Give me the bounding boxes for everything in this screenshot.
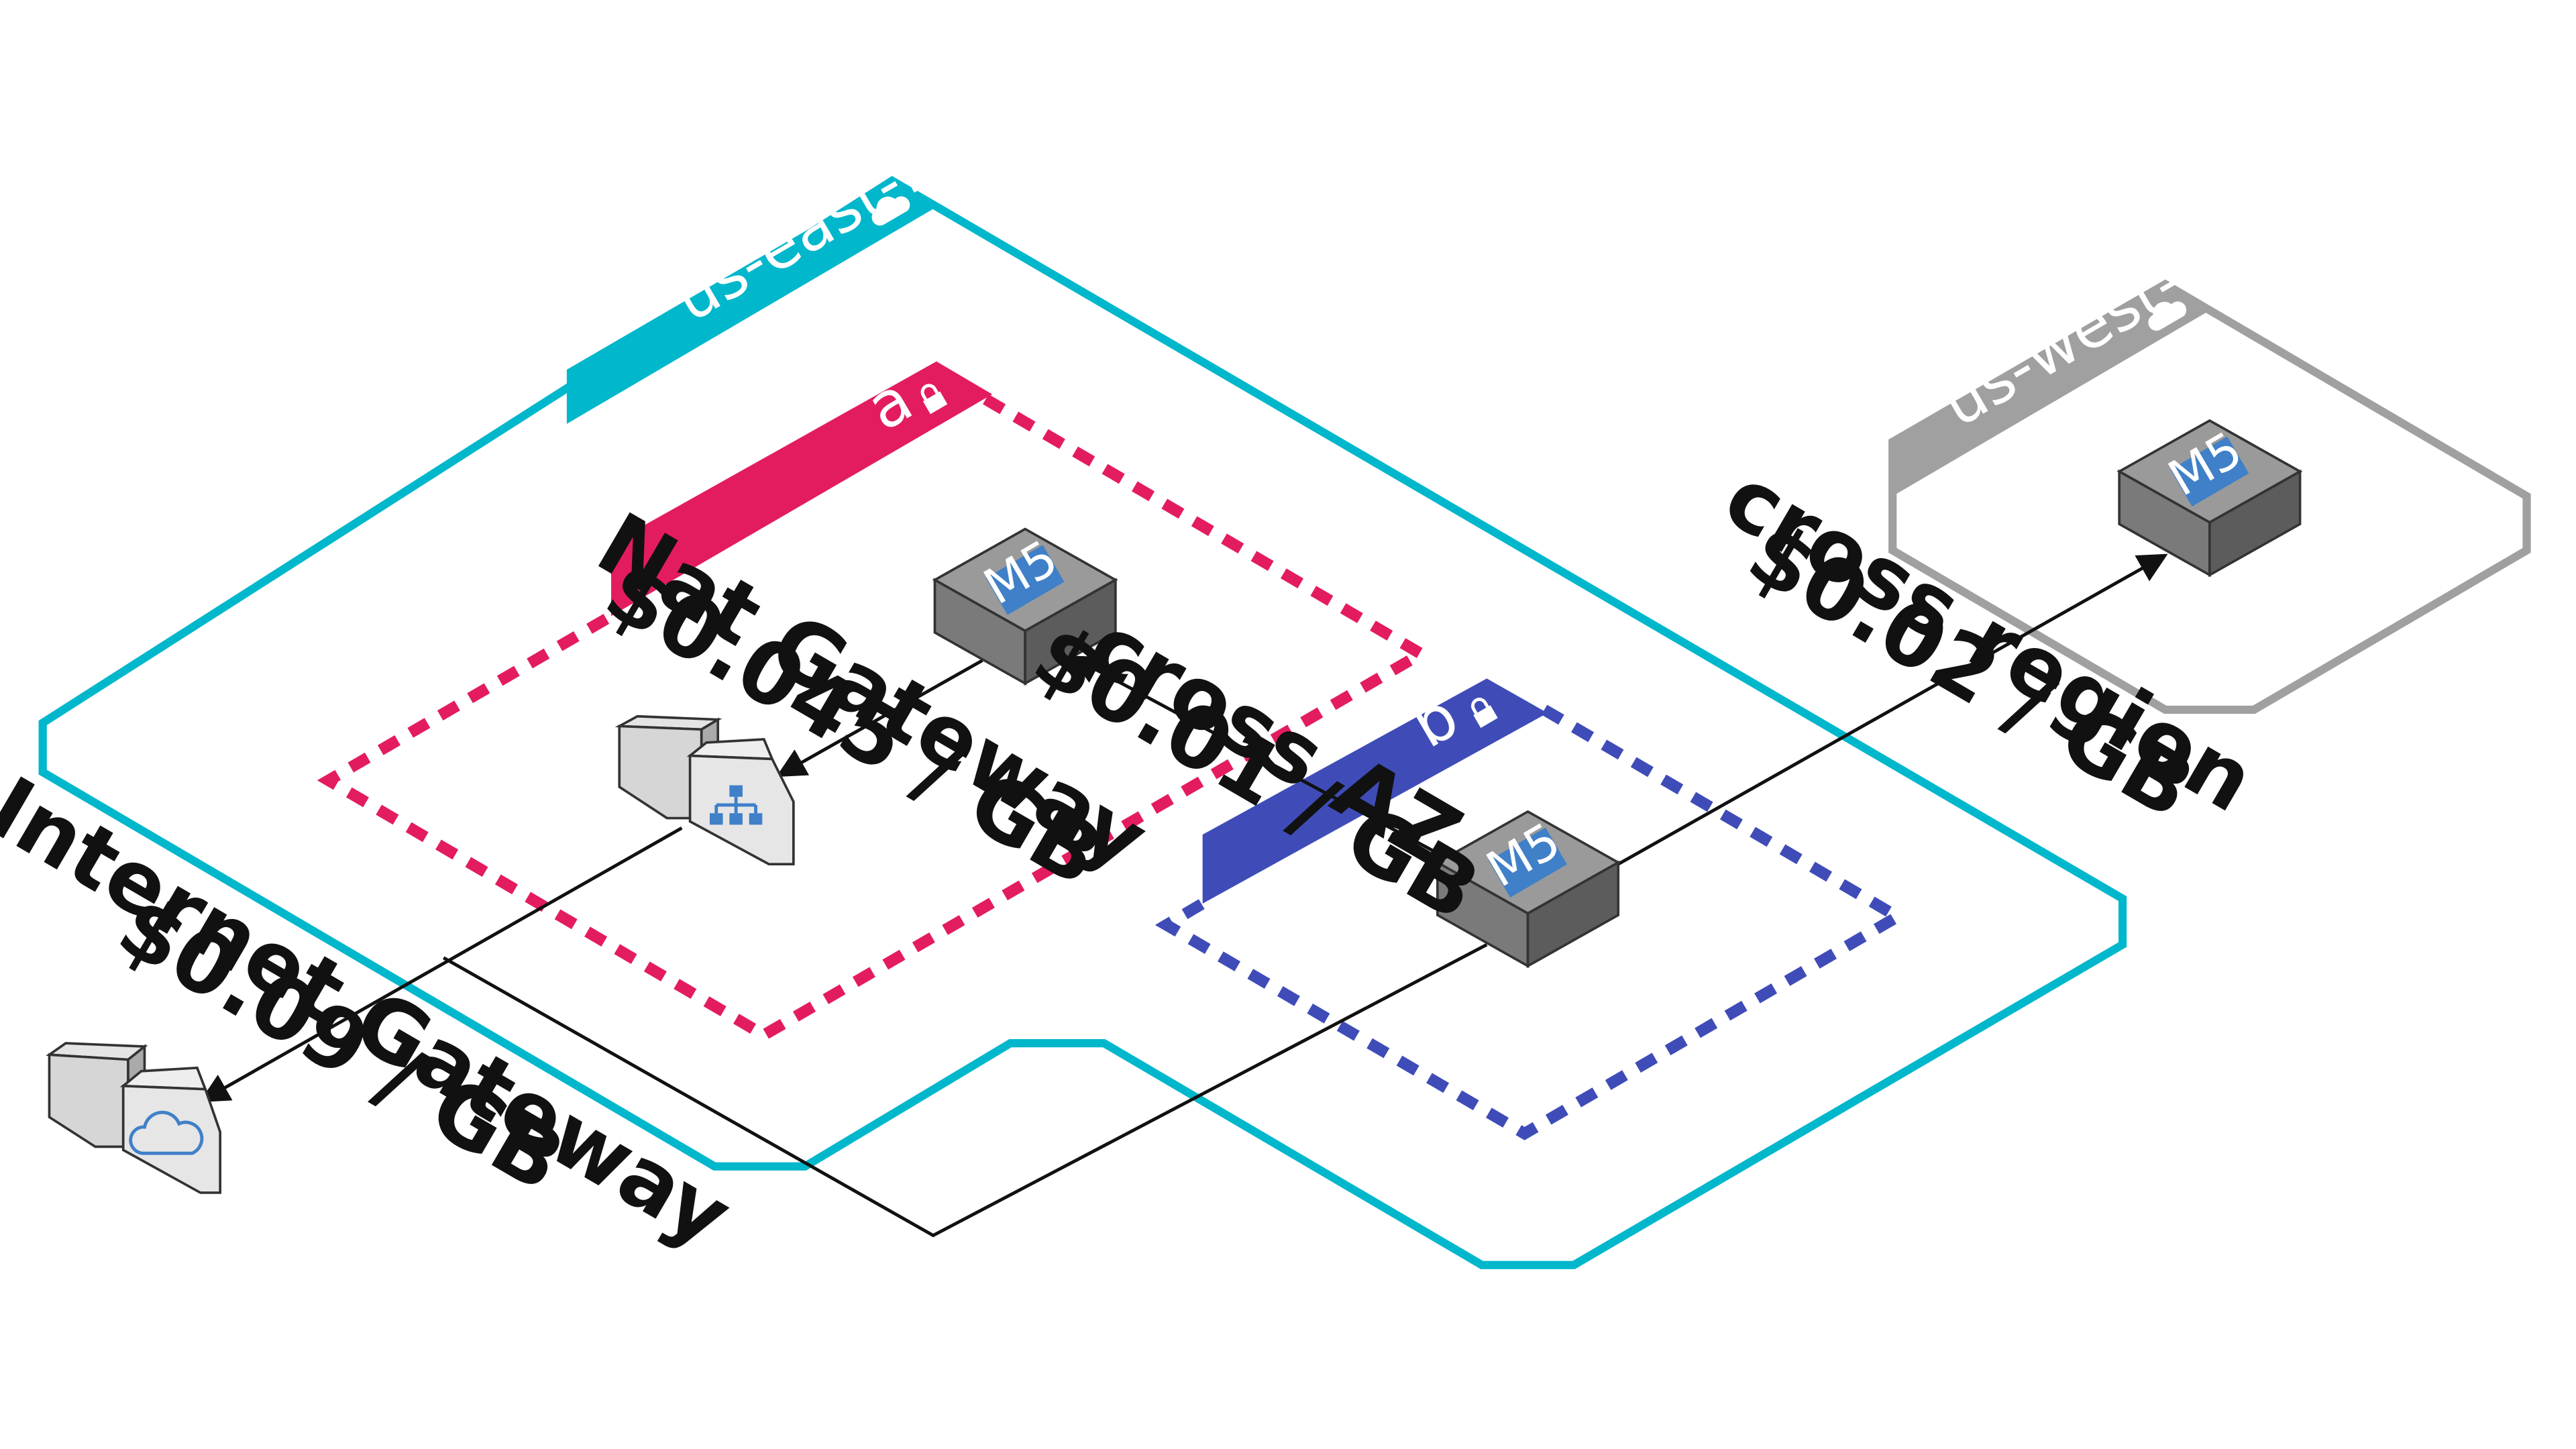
instance-az-a[interactable]: M5 <box>932 527 1118 686</box>
instance-us-west-2[interactable]: M5 <box>2116 419 2303 578</box>
lock-icon <box>1471 698 1498 729</box>
internet-gateway[interactable] <box>46 1042 221 1194</box>
nat-gateway[interactable] <box>614 714 795 865</box>
availability-zone-a: a <box>317 361 1433 1042</box>
instance-az-b[interactable]: M5 <box>1435 810 1621 969</box>
region-us-west-2-label: us-west-2 <box>1930 225 2229 441</box>
instance-chip <box>1489 827 1567 898</box>
availability-zone-b: b <box>1155 678 1909 1140</box>
network-hierarchy-icon <box>709 785 763 825</box>
region-us-east-1-border <box>38 176 2127 1269</box>
region-us-east-1-label: us-east-1 <box>662 127 949 335</box>
cloud-icon <box>2148 301 2187 331</box>
availability-zone-a-header <box>611 361 993 616</box>
region-us-east-1-header <box>566 180 936 424</box>
cost-label-internet-gateway: Internet Gateway $0.09 / GB <box>0 759 747 1267</box>
cloud-icon <box>129 1110 204 1155</box>
cloud-icon <box>871 196 910 226</box>
connections <box>199 553 2168 1238</box>
availability-zone-b-header <box>1202 678 1548 904</box>
nat-gateway-connector <box>775 659 983 777</box>
availability-zone-b-border <box>1155 704 1909 1140</box>
region-us-west-2-header <box>1892 284 2210 496</box>
availability-zone-a-border <box>317 394 1433 1042</box>
instance-chip <box>2170 436 2249 507</box>
cross-region-connector <box>1617 553 2168 866</box>
lock-icon <box>920 384 948 415</box>
internet-gateway-connector <box>199 826 683 1102</box>
cross-az-connector <box>1070 655 1447 859</box>
az-b-to-nat-route <box>443 943 1488 1238</box>
instance-chip <box>985 545 1065 615</box>
